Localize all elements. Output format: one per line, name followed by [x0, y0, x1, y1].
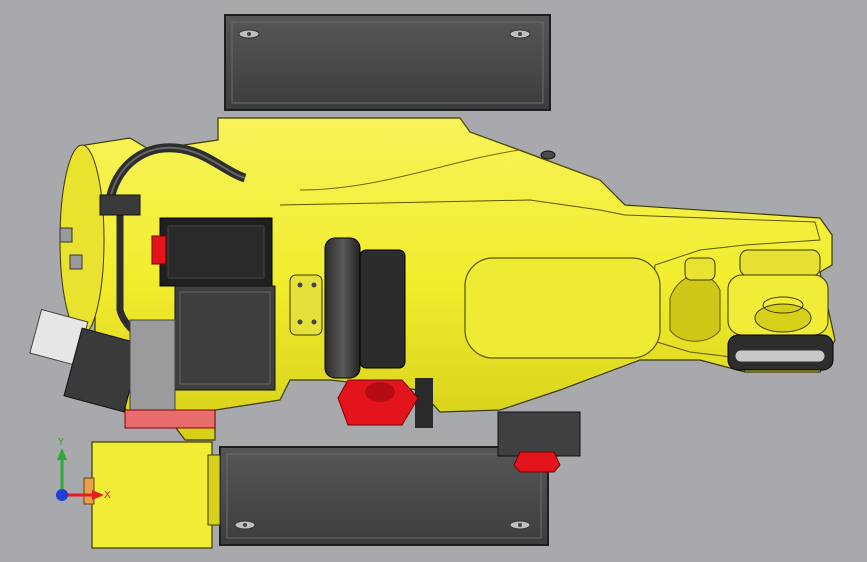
x-axis-label: X — [104, 490, 111, 501]
j2-motor-box[interactable] — [83, 441, 221, 549]
z-axis-dot — [56, 489, 68, 501]
coordinate-triad: Y X — [56, 437, 111, 501]
top-left-slot-icon — [238, 29, 260, 39]
connector-plug[interactable] — [29, 308, 143, 413]
red-hex-cap[interactable] — [337, 378, 433, 428]
top-right-slot-icon — [509, 29, 531, 39]
wrist-bellows[interactable] — [289, 237, 406, 379]
top-cable-clip — [540, 150, 556, 160]
gear-housing — [124, 319, 216, 429]
j3-motor-block[interactable] — [151, 217, 273, 287]
control-box[interactable] — [174, 285, 276, 391]
x-axis-arrow-icon — [92, 490, 104, 500]
top-track-plate[interactable] — [224, 14, 551, 111]
lower-bracket[interactable] — [497, 411, 581, 473]
y-axis-label: Y — [57, 437, 65, 448]
wrist-joint[interactable] — [684, 249, 834, 371]
bottom-left-slot-icon — [234, 520, 256, 530]
bottom-right-slot-icon — [509, 520, 531, 530]
bottom-track-plate[interactable] — [219, 446, 549, 546]
base-cylinder[interactable] — [59, 144, 105, 336]
y-axis-arrow-icon — [57, 448, 67, 460]
cable-clamp — [99, 194, 141, 216]
